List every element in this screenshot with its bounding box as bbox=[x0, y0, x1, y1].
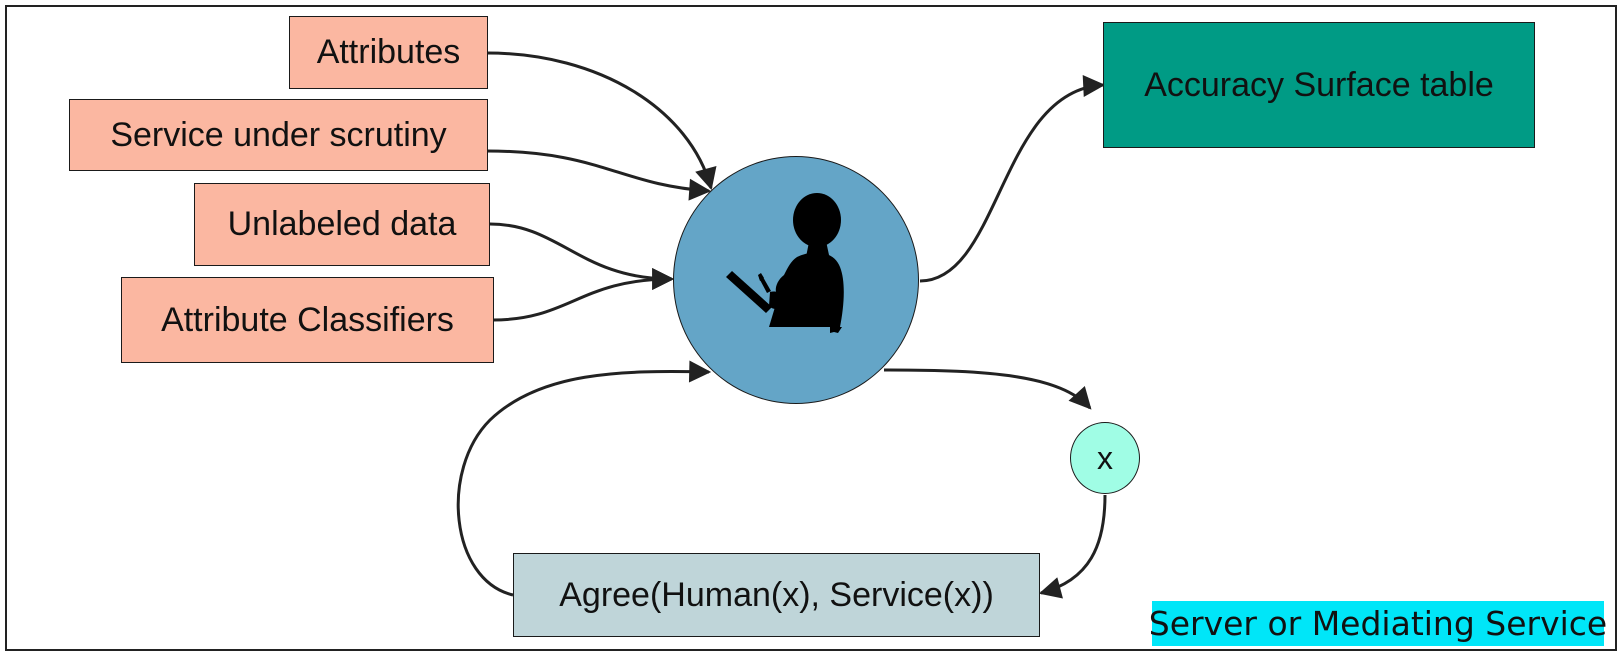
input-service-label: Service under scrutiny bbox=[110, 115, 447, 154]
input-unlabeled-data-label: Unlabeled data bbox=[227, 205, 457, 243]
accuracy-surface-table-box: Accuracy Surface table bbox=[1103, 22, 1535, 148]
human-annotator-node bbox=[673, 156, 919, 404]
edge-classifiers-to-human bbox=[492, 268, 675, 322]
agree-function-label: Agree(Human(x), Service(x)) bbox=[559, 575, 994, 614]
input-classifiers-label: Attribute Classifiers bbox=[161, 300, 454, 339]
edge-attributes-to-human bbox=[486, 51, 717, 191]
input-attributes-box: Attributes bbox=[289, 16, 488, 89]
sample-x-node: x bbox=[1070, 422, 1140, 494]
edge-human-to-x bbox=[883, 368, 1092, 410]
person-with-clipboard-icon bbox=[726, 193, 844, 333]
input-attributes-label: Attributes bbox=[316, 33, 461, 71]
input-service-box: Service under scrutiny bbox=[69, 99, 488, 171]
edge-x-to-agree bbox=[1038, 494, 1107, 599]
edge-agree-to-human bbox=[456, 360, 712, 597]
edge-service-to-human bbox=[486, 149, 712, 201]
edge-human-to-accuracy bbox=[919, 75, 1106, 283]
input-classifiers-box: Attribute Classifiers bbox=[121, 277, 494, 363]
server-container-label-text: Server or Mediating Service bbox=[1148, 604, 1608, 643]
agree-function-box: Agree(Human(x), Service(x)) bbox=[513, 553, 1040, 637]
edge-unlabeled-to-human bbox=[489, 222, 675, 290]
accuracy-surface-table-label: Accuracy Surface table bbox=[1144, 65, 1494, 104]
server-container-label: Server or Mediating Service bbox=[1149, 601, 1607, 646]
sample-x-label: x bbox=[1097, 439, 1113, 476]
input-unlabeled-data-box: Unlabeled data bbox=[194, 183, 490, 266]
server-container-border bbox=[5, 5, 1617, 651]
